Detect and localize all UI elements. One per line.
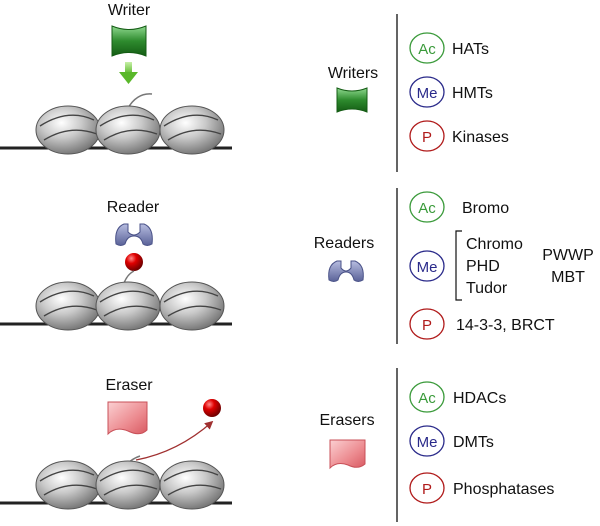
erasers-icon bbox=[329, 439, 366, 470]
mark-label: P bbox=[422, 481, 432, 498]
reader-domain-label: Bromo bbox=[462, 200, 509, 217]
nucleosome bbox=[35, 105, 101, 155]
readers-category: Readers Ac Bromo Me Chromo PHD Tudor PWW… bbox=[314, 188, 594, 344]
reader-icon bbox=[115, 223, 153, 246]
mark-item-p: P Kinases bbox=[409, 120, 509, 152]
writers-icon bbox=[336, 87, 368, 113]
enzyme-label: Phosphatases bbox=[453, 481, 554, 498]
reader-label: Reader bbox=[107, 199, 160, 216]
erasers-category: Erasers Ac HDACs Me DMTs P Phosphatases bbox=[319, 368, 554, 522]
methyl-mark-icon bbox=[409, 76, 445, 108]
mark-item-p: P Phosphatases bbox=[409, 472, 554, 504]
phospho-mark-icon bbox=[409, 308, 445, 340]
phospho-mark-dot bbox=[125, 253, 143, 271]
domain-bracket bbox=[455, 230, 462, 301]
nucleosome bbox=[35, 281, 101, 331]
mark-label: Me bbox=[417, 259, 438, 276]
mark-label: Me bbox=[417, 85, 438, 102]
phospho-mark-icon bbox=[409, 472, 445, 504]
nucleosome-row bbox=[35, 281, 225, 331]
down-arrow-icon bbox=[119, 62, 138, 84]
enzyme-label: Kinases bbox=[452, 129, 509, 146]
reader-domain-label: Chromo bbox=[466, 236, 523, 253]
nucleosome bbox=[95, 281, 161, 331]
mark-label: Ac bbox=[418, 390, 436, 407]
mark-item-ac: Ac Bromo bbox=[409, 191, 509, 223]
writers-category: Writers Ac HATs Me HMTs P Kinases bbox=[328, 14, 509, 172]
reader-domain-label: Tudor bbox=[466, 280, 508, 297]
mark-label: P bbox=[422, 129, 432, 146]
erasers-heading: Erasers bbox=[319, 412, 374, 429]
reader-domain-label: PWWP bbox=[542, 247, 594, 264]
enzyme-label: HDACs bbox=[453, 390, 506, 407]
mark-item-p: P 14-3-3, BRCT bbox=[409, 308, 555, 340]
mark-label: Ac bbox=[418, 41, 436, 58]
reader-domain-label: PHD bbox=[466, 258, 500, 275]
reader-panel-illustration: Reader bbox=[0, 199, 232, 331]
eraser-label: Eraser bbox=[105, 377, 153, 394]
writer-icon bbox=[111, 25, 147, 57]
acetyl-mark-icon bbox=[409, 381, 445, 413]
mark-item-me: Me Chromo PHD Tudor PWWP MBT bbox=[409, 230, 594, 301]
nucleosome bbox=[159, 105, 225, 155]
eraser-panel-illustration: Eraser bbox=[0, 377, 232, 510]
mark-label: Me bbox=[417, 434, 438, 451]
writers-heading: Writers bbox=[328, 65, 378, 82]
methyl-mark-icon bbox=[409, 250, 445, 282]
writer-panel-illustration: Writer bbox=[0, 2, 232, 155]
phospho-mark-dot bbox=[203, 399, 221, 417]
eraser-icon bbox=[107, 401, 148, 436]
nucleosome bbox=[95, 460, 161, 510]
enzyme-label: DMTs bbox=[453, 434, 494, 451]
removal-arrow-icon bbox=[135, 420, 214, 461]
nucleosome-row bbox=[35, 460, 225, 510]
nucleosome bbox=[95, 105, 161, 155]
mark-item-ac: Ac HATs bbox=[409, 32, 489, 64]
mark-label: P bbox=[422, 317, 432, 334]
nucleosome-row bbox=[35, 105, 225, 155]
enzyme-label: HMTs bbox=[452, 85, 493, 102]
mark-item-ac: Ac HDACs bbox=[409, 381, 506, 413]
methyl-mark-icon bbox=[409, 425, 445, 457]
nucleosome bbox=[159, 281, 225, 331]
acetyl-mark-icon bbox=[409, 32, 445, 64]
nucleosome bbox=[35, 460, 101, 510]
readers-heading: Readers bbox=[314, 235, 374, 252]
mark-label: Ac bbox=[418, 200, 436, 217]
readers-icon bbox=[328, 260, 364, 282]
mark-item-me: Me HMTs bbox=[409, 76, 493, 108]
reader-domain-label: 14-3-3, BRCT bbox=[456, 317, 555, 334]
reader-domain-label: MBT bbox=[551, 269, 585, 286]
acetyl-mark-icon bbox=[409, 191, 445, 223]
enzyme-label: HATs bbox=[452, 41, 489, 58]
writer-label: Writer bbox=[108, 2, 151, 19]
mark-item-me: Me DMTs bbox=[409, 425, 494, 457]
phospho-mark-icon bbox=[409, 120, 445, 152]
nucleosome bbox=[159, 460, 225, 510]
